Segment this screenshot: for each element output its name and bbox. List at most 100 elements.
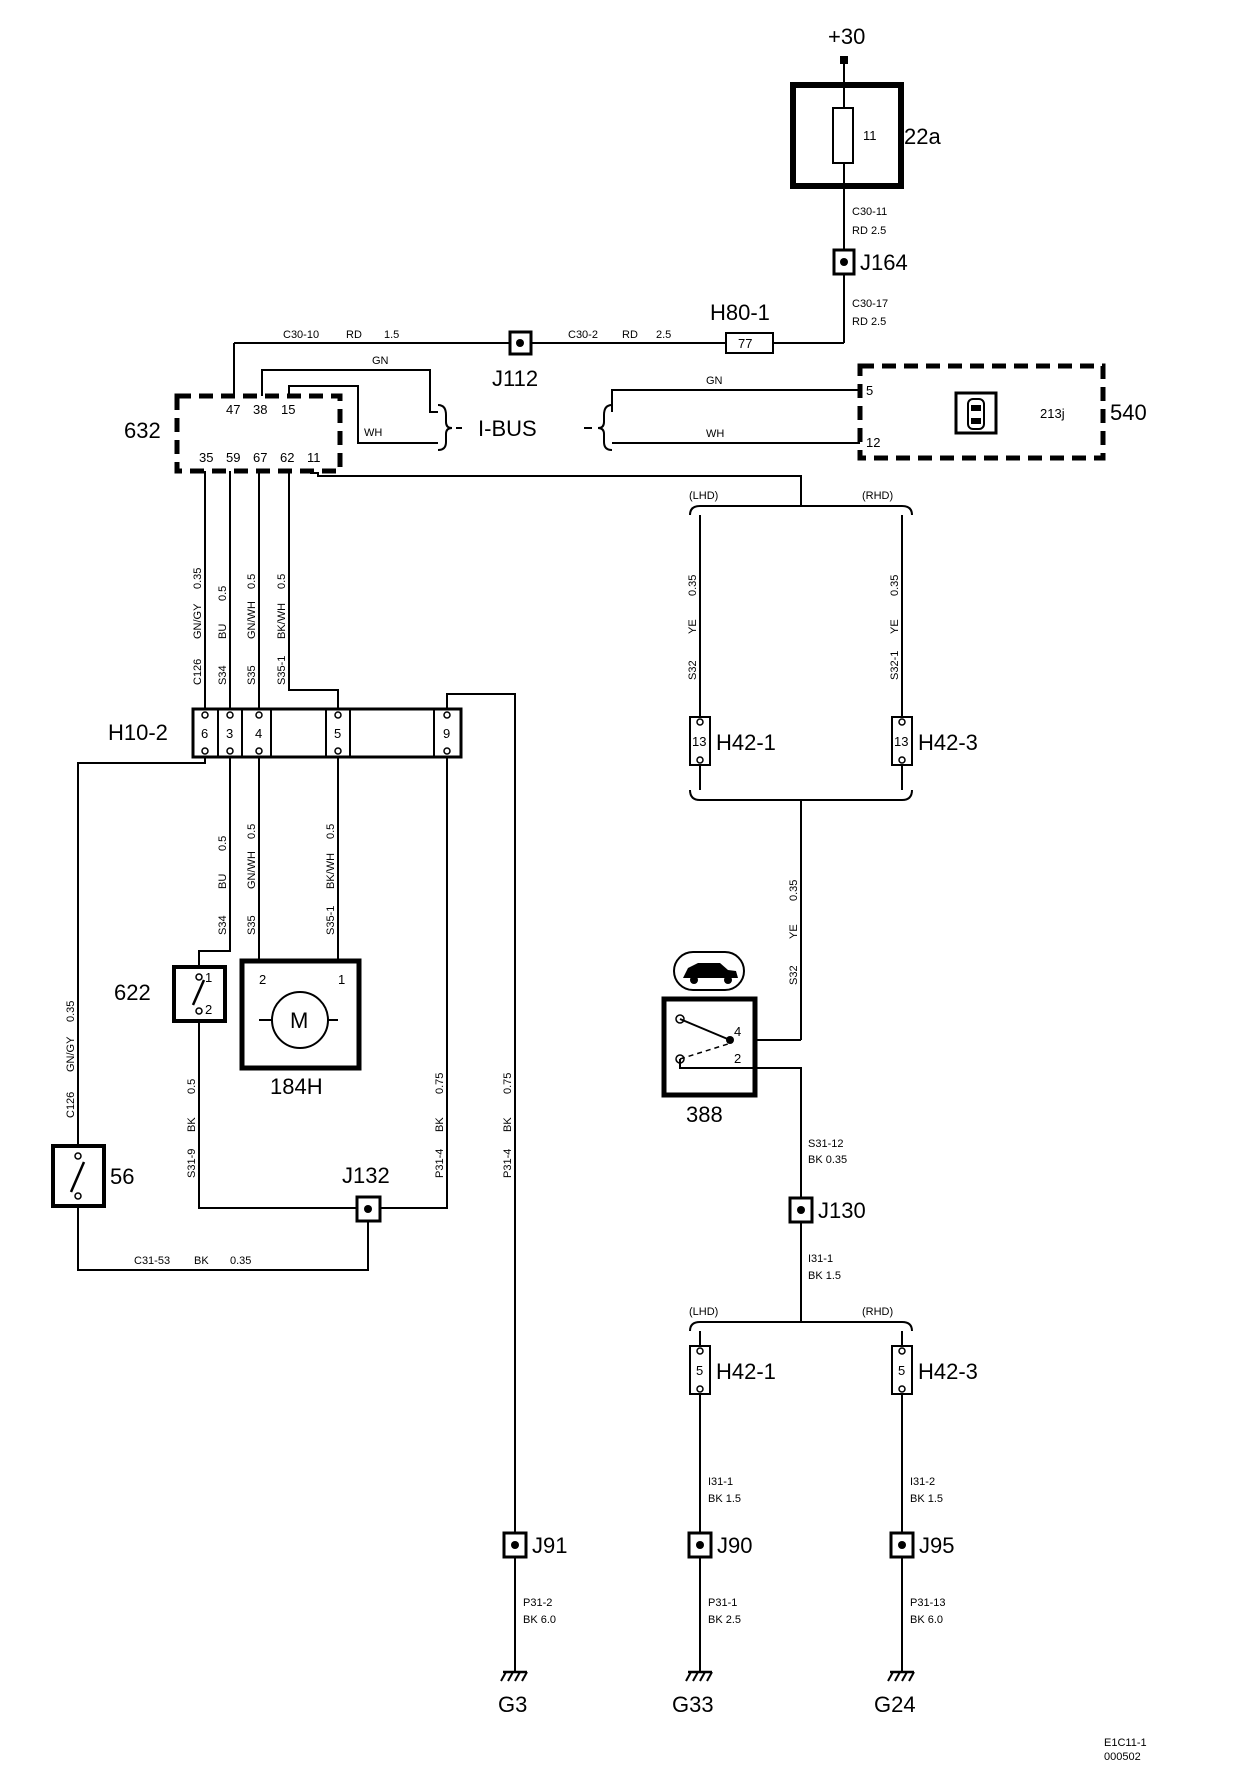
module-632-pin-47: 47: [226, 402, 240, 417]
motor-symbol: M: [290, 1008, 308, 1033]
module-540-pin-12: 12: [866, 435, 880, 450]
wire-s34-bottom-id: S34: [217, 915, 229, 935]
wire-p31-4-right-size: 0.75: [502, 1073, 514, 1094]
ground-g3-label: G3: [498, 1692, 527, 1717]
ground-g24-label: G24: [874, 1692, 916, 1717]
wire-p31-13-spec: BK 6.0: [910, 1614, 943, 1626]
wire-s35-1-top-size: 0.5: [276, 574, 288, 589]
wire-p31-4-left-size: 0.75: [434, 1073, 446, 1094]
motor-pin-1: 1: [338, 972, 345, 987]
wire-p31-1-spec: BK 2.5: [708, 1614, 741, 1626]
wire-c30-17-spec: RD 2.5: [852, 316, 886, 328]
module-632-label: 632: [124, 418, 161, 443]
ground-g33-icon: [685, 1670, 713, 1682]
power-label: +30: [828, 24, 865, 49]
wire-p31-2-spec: BK 6.0: [523, 1614, 556, 1626]
switch-622-pin-1: 1: [205, 970, 212, 985]
module-540-sub: 213j: [1040, 406, 1065, 421]
wire-s35-bottom-color: GN/WH: [246, 851, 258, 889]
h42-3-lower-pin: 5: [898, 1363, 905, 1378]
switch-56-label: 56: [110, 1164, 134, 1189]
wire-c31-53-size: 0.35: [230, 1255, 251, 1267]
wire-c126-bottom-id: C126: [65, 1092, 77, 1118]
junction-j90-label: J90: [717, 1533, 752, 1558]
wire-s32-mid-color: YE: [788, 924, 800, 939]
module-632-pin-15: 15: [281, 402, 295, 417]
h42-1-lower-pin: 5: [696, 1363, 703, 1378]
module-632-pin-11: 11: [307, 450, 321, 465]
h42-3-lower-label: H42-3: [918, 1359, 978, 1384]
wire-i31-2-rhd-id: I31-2: [910, 1476, 935, 1488]
fuse-element: [832, 107, 854, 164]
junction-j112-label: J112: [492, 366, 538, 391]
wire-c30-10-size: 1.5: [384, 329, 399, 341]
h42-3-upper-pin: 13: [894, 734, 908, 749]
wire-c126-top-id: C126: [192, 659, 204, 685]
wire-s32-mid-id: S32: [788, 965, 800, 985]
connector-h10-2-label: H10-2: [108, 720, 168, 745]
wire-i31-1-mid-spec: BK 1.5: [808, 1270, 841, 1282]
fuse-number: 11: [863, 128, 877, 143]
junction-j95-label: J95: [919, 1533, 954, 1558]
wire-s32-mid-size: 0.35: [788, 880, 800, 901]
fuse-box-label: 22a: [904, 124, 941, 149]
connector-h80-1-label: H80-1: [710, 300, 770, 325]
wire-c30-2-size: 2.5: [656, 329, 671, 341]
component-388-label: 388: [686, 1102, 723, 1127]
lhd-label-top: (LHD): [689, 490, 718, 502]
wire-s34-top-id: S34: [217, 665, 229, 685]
footer-date: 000502: [1104, 1751, 1141, 1763]
junction-j130-label: J130: [818, 1198, 866, 1223]
wire-p31-4-left-id: P31-4: [434, 1149, 446, 1178]
footer-code: E1C11-1: [1104, 1737, 1147, 1749]
wire-s35-1-bottom-id: S35-1: [325, 906, 337, 935]
ibus-label: I-BUS: [478, 416, 537, 441]
h42-1-lower-label: H42-1: [716, 1359, 776, 1384]
wire-s35-bottom-id: S35: [246, 915, 258, 935]
wire-c30-10-id: C30-10: [283, 329, 319, 341]
h10-2-pin-6: 6: [201, 726, 208, 741]
lhd-label-bottom: (LHD): [689, 1306, 718, 1318]
connector-h80-1-pin: 77: [738, 336, 752, 351]
wire-c30-2-id: C30-2: [568, 329, 598, 341]
wire-s32-1-rhd-size: 0.35: [889, 575, 901, 596]
h42-3-upper-label: H42-3: [918, 730, 978, 755]
wire-c126-bottom-color: GN/GY: [65, 1036, 77, 1072]
wire-c126-bottom-size: 0.35: [65, 1001, 77, 1022]
wire-c126-top-color: GN/GY: [192, 603, 204, 639]
wire-s34-bottom-color: BU: [217, 874, 229, 889]
wire-p31-4-right-color: BK: [502, 1117, 514, 1132]
wire-c30-2-color: RD: [622, 329, 638, 341]
junction-j164-label: J164: [860, 250, 908, 275]
wire-gn-right: GN: [706, 375, 723, 387]
wire-s35-bottom-size: 0.5: [246, 824, 258, 839]
module-632-pin-59: 59: [226, 450, 240, 465]
wire-c126-top-size: 0.35: [192, 568, 204, 589]
h42-1-upper-label: H42-1: [716, 730, 776, 755]
wire-i31-1-lhd-id: I31-1: [708, 1476, 733, 1488]
wire-c30-11-id: C30-11: [852, 206, 887, 218]
fuse-box-22a: [790, 82, 904, 189]
wire-p31-13-id: P31-13: [910, 1597, 945, 1609]
wire-s31-9-color: BK: [186, 1117, 198, 1132]
h10-2-pin-3: 3: [226, 726, 233, 741]
module-540-pin-5: 5: [866, 383, 873, 398]
wire-c30-10-color: RD: [346, 329, 362, 341]
wire-s35-1-bottom-size: 0.5: [325, 824, 337, 839]
motor-184h-label: 184H: [270, 1074, 323, 1099]
wire-wh-left: WH: [364, 427, 382, 439]
wire-i31-2-rhd-spec: BK 1.5: [910, 1493, 943, 1505]
wire-s35-1-top-color: BK/WH: [276, 603, 288, 639]
car-top-icon: [967, 398, 985, 430]
wire-s34-bottom-size: 0.5: [217, 836, 229, 851]
wire-s34-top-color: BU: [217, 624, 229, 639]
component-388: [661, 996, 758, 1098]
wire-p31-4-right-id: P31-4: [502, 1149, 514, 1178]
wire-s34-top-size: 0.5: [217, 586, 229, 601]
switch-622-label: 622: [114, 980, 151, 1005]
switch-622-pin-2: 2: [205, 1002, 212, 1017]
wire-s35-top-color: GN/WH: [246, 601, 258, 639]
wire-s35-1-bottom-color: BK/WH: [325, 853, 337, 889]
wire-c30-17-id: C30-17: [852, 298, 888, 310]
